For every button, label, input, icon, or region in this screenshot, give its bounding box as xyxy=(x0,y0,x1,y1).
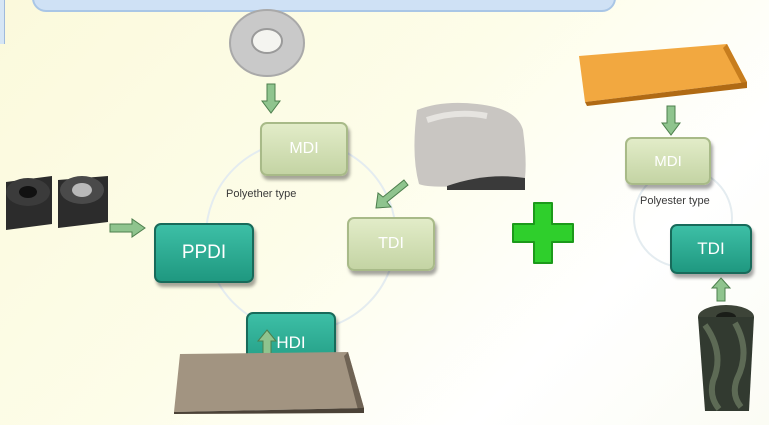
polyester-mdi-label: MDI xyxy=(654,152,682,170)
tire-image xyxy=(229,9,305,77)
plus-icon xyxy=(512,202,574,264)
ppdi-label: PPDI xyxy=(181,242,227,263)
polyether-type-caption: Polyether type xyxy=(226,188,297,200)
polyester-tdi-label: TDI xyxy=(697,239,725,258)
arrow-right-icon xyxy=(109,218,146,238)
polyester-type-caption: Polyester type xyxy=(640,195,710,207)
polyester-tdi-box: TDI xyxy=(670,224,752,274)
arrow-down-left-icon xyxy=(375,179,409,209)
board-image xyxy=(174,352,364,414)
side-panel-edge xyxy=(0,0,5,44)
screw-rotor-image xyxy=(698,305,754,411)
top-banner xyxy=(32,0,616,12)
orange-block-image xyxy=(579,44,747,106)
mdi-label: MDI xyxy=(289,140,319,157)
tdi-label: TDI xyxy=(378,235,404,252)
arrow-down-icon xyxy=(261,83,281,114)
nuts-image xyxy=(6,176,108,230)
ppdi-box: PPDI xyxy=(154,223,254,283)
cushion-image xyxy=(414,102,526,190)
polyester-mdi-box: MDI xyxy=(625,137,711,185)
arrow-down-icon xyxy=(661,105,681,136)
tdi-box: TDI xyxy=(347,217,435,271)
hdi-label: HDI xyxy=(276,333,306,352)
mdi-box: MDI xyxy=(260,122,348,176)
arrow-up-icon xyxy=(710,277,732,302)
